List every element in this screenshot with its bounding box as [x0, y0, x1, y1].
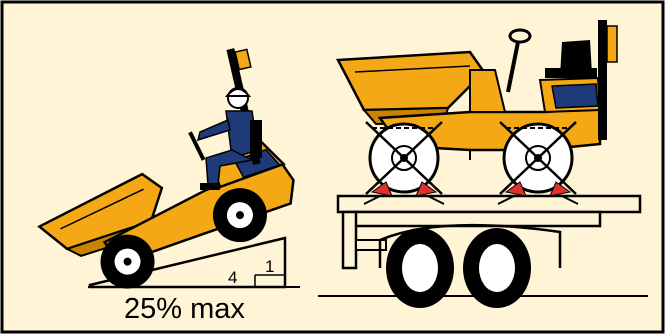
- ramp-ratio-rise: 1: [265, 257, 274, 276]
- ramp-ratio-run: 4: [228, 268, 237, 287]
- truck-dumper-roll-bar: [598, 20, 607, 140]
- wheel-chock-prohibited-icon-2: [500, 122, 576, 196]
- truck-deck: [338, 196, 640, 212]
- wheel-chock-prohibited-icon: [366, 122, 442, 196]
- max-slope-label: 25% max: [124, 293, 245, 325]
